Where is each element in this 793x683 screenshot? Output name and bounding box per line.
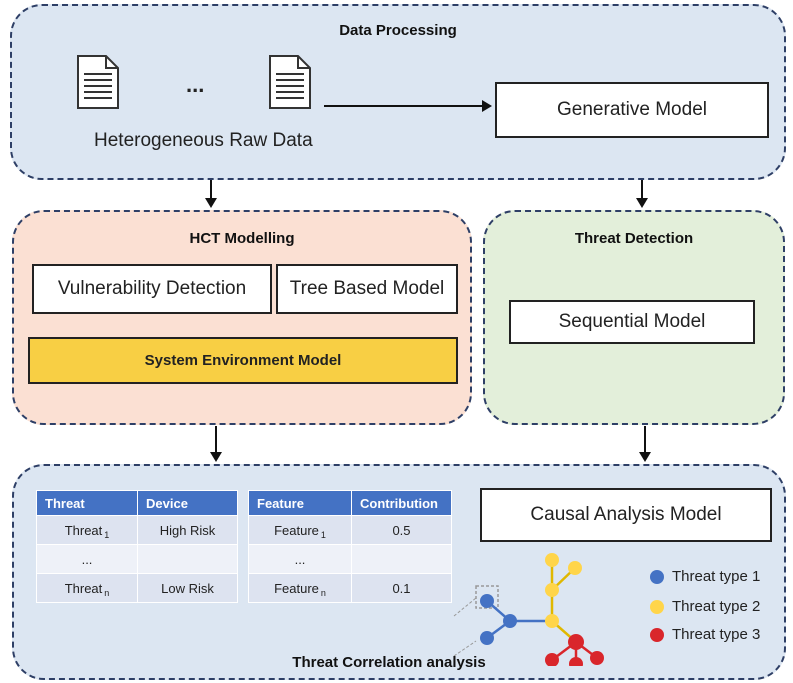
- sequential-model-box: Sequential Model: [509, 300, 755, 344]
- table-row: ...: [36, 544, 238, 574]
- data-processing-title: Data Processing: [339, 22, 457, 39]
- threat-header: Threat: [36, 490, 138, 516]
- graph-node-type-3: [545, 653, 559, 666]
- risk-value: High Risk: [137, 515, 238, 545]
- generative-model-box: Generative Model: [495, 82, 769, 138]
- red-dot-icon: [650, 627, 664, 642]
- arrow-to-hct: [205, 180, 217, 208]
- contribution-header: Contribution: [351, 490, 452, 516]
- graph-node-type-1: [480, 631, 494, 645]
- raw-data-label: Heterogeneous Raw Data: [94, 130, 313, 151]
- blue-dot-icon: [650, 569, 664, 584]
- legend-label: Threat type 2: [672, 598, 761, 615]
- arrow-to-threat-detection: [636, 180, 648, 208]
- risk-value: Low Risk: [137, 573, 238, 603]
- threat-correlation-title: Threat Correlation analysis: [292, 654, 486, 671]
- vulnerability-detection-box: Vulnerability Detection: [32, 264, 272, 314]
- legend-threat-type-2: Threat type 2: [650, 598, 760, 615]
- document-icon: [77, 55, 119, 109]
- feature-name: Feature: [274, 522, 319, 538]
- ellipsis-cell: ...: [248, 544, 352, 574]
- graph-node-type-2: [545, 583, 559, 597]
- tree-based-model-box: Tree Based Model: [276, 264, 458, 314]
- causal-analysis-model-box: Causal Analysis Model: [480, 488, 772, 542]
- graph-node-type-1: [503, 614, 517, 628]
- ellipsis-cell: ...: [36, 544, 138, 574]
- feature-subscript: 1: [320, 529, 326, 540]
- contribution-value: 0.1: [351, 573, 452, 603]
- legend-label: Threat type 1: [672, 568, 761, 585]
- graph-node-type-3: [590, 651, 604, 665]
- empty-cell: [137, 544, 238, 574]
- empty-cell: [351, 544, 452, 574]
- graph-node-type-2: [568, 561, 582, 575]
- graph-node-type-2: [545, 553, 559, 567]
- documents-ellipsis: ...: [186, 72, 205, 97]
- arrow-detection-to-correlation: [639, 426, 651, 462]
- threat-name: Threat: [64, 580, 103, 596]
- threat-subscript: n: [104, 587, 110, 598]
- document-icon: [269, 55, 311, 109]
- graph-node-type-1: [480, 594, 494, 608]
- contribution-value: 0.5: [351, 515, 452, 545]
- data-processing-panel: Data Processing ... Heterogeneous Raw Da…: [10, 4, 786, 180]
- system-environment-model-box: System Environment Model: [28, 337, 458, 384]
- feature-header: Feature: [248, 490, 352, 516]
- hct-modelling-panel: HCT Modelling Vulnerability Detection Tr…: [12, 210, 472, 425]
- legend-threat-type-1: Threat type 1: [650, 568, 760, 585]
- graph-node-type-3: [568, 634, 584, 650]
- feature-name: Feature: [274, 580, 319, 596]
- threat-detection-title: Threat Detection: [574, 230, 694, 247]
- legend-threat-type-3: Threat type 3: [650, 626, 760, 643]
- device-header: Device: [137, 490, 238, 516]
- feature-subscript: n: [320, 587, 326, 598]
- graph-node-type-2: [545, 614, 559, 628]
- yellow-dot-icon: [650, 599, 664, 614]
- threat-detection-panel: Threat Detection Sequential Model: [483, 210, 785, 425]
- threat-name: Threat: [64, 522, 103, 538]
- arrow-hct-to-correlation: [210, 426, 222, 462]
- graph-node-type-3: [569, 657, 583, 666]
- hct-modelling-title: HCT Modelling: [189, 230, 295, 247]
- legend-label: Threat type 3: [672, 626, 761, 643]
- threat-graph: [453, 553, 604, 666]
- threat-subscript: 1: [104, 529, 110, 540]
- arrow-to-generative-model: [324, 100, 492, 112]
- table-row: ...: [248, 544, 452, 574]
